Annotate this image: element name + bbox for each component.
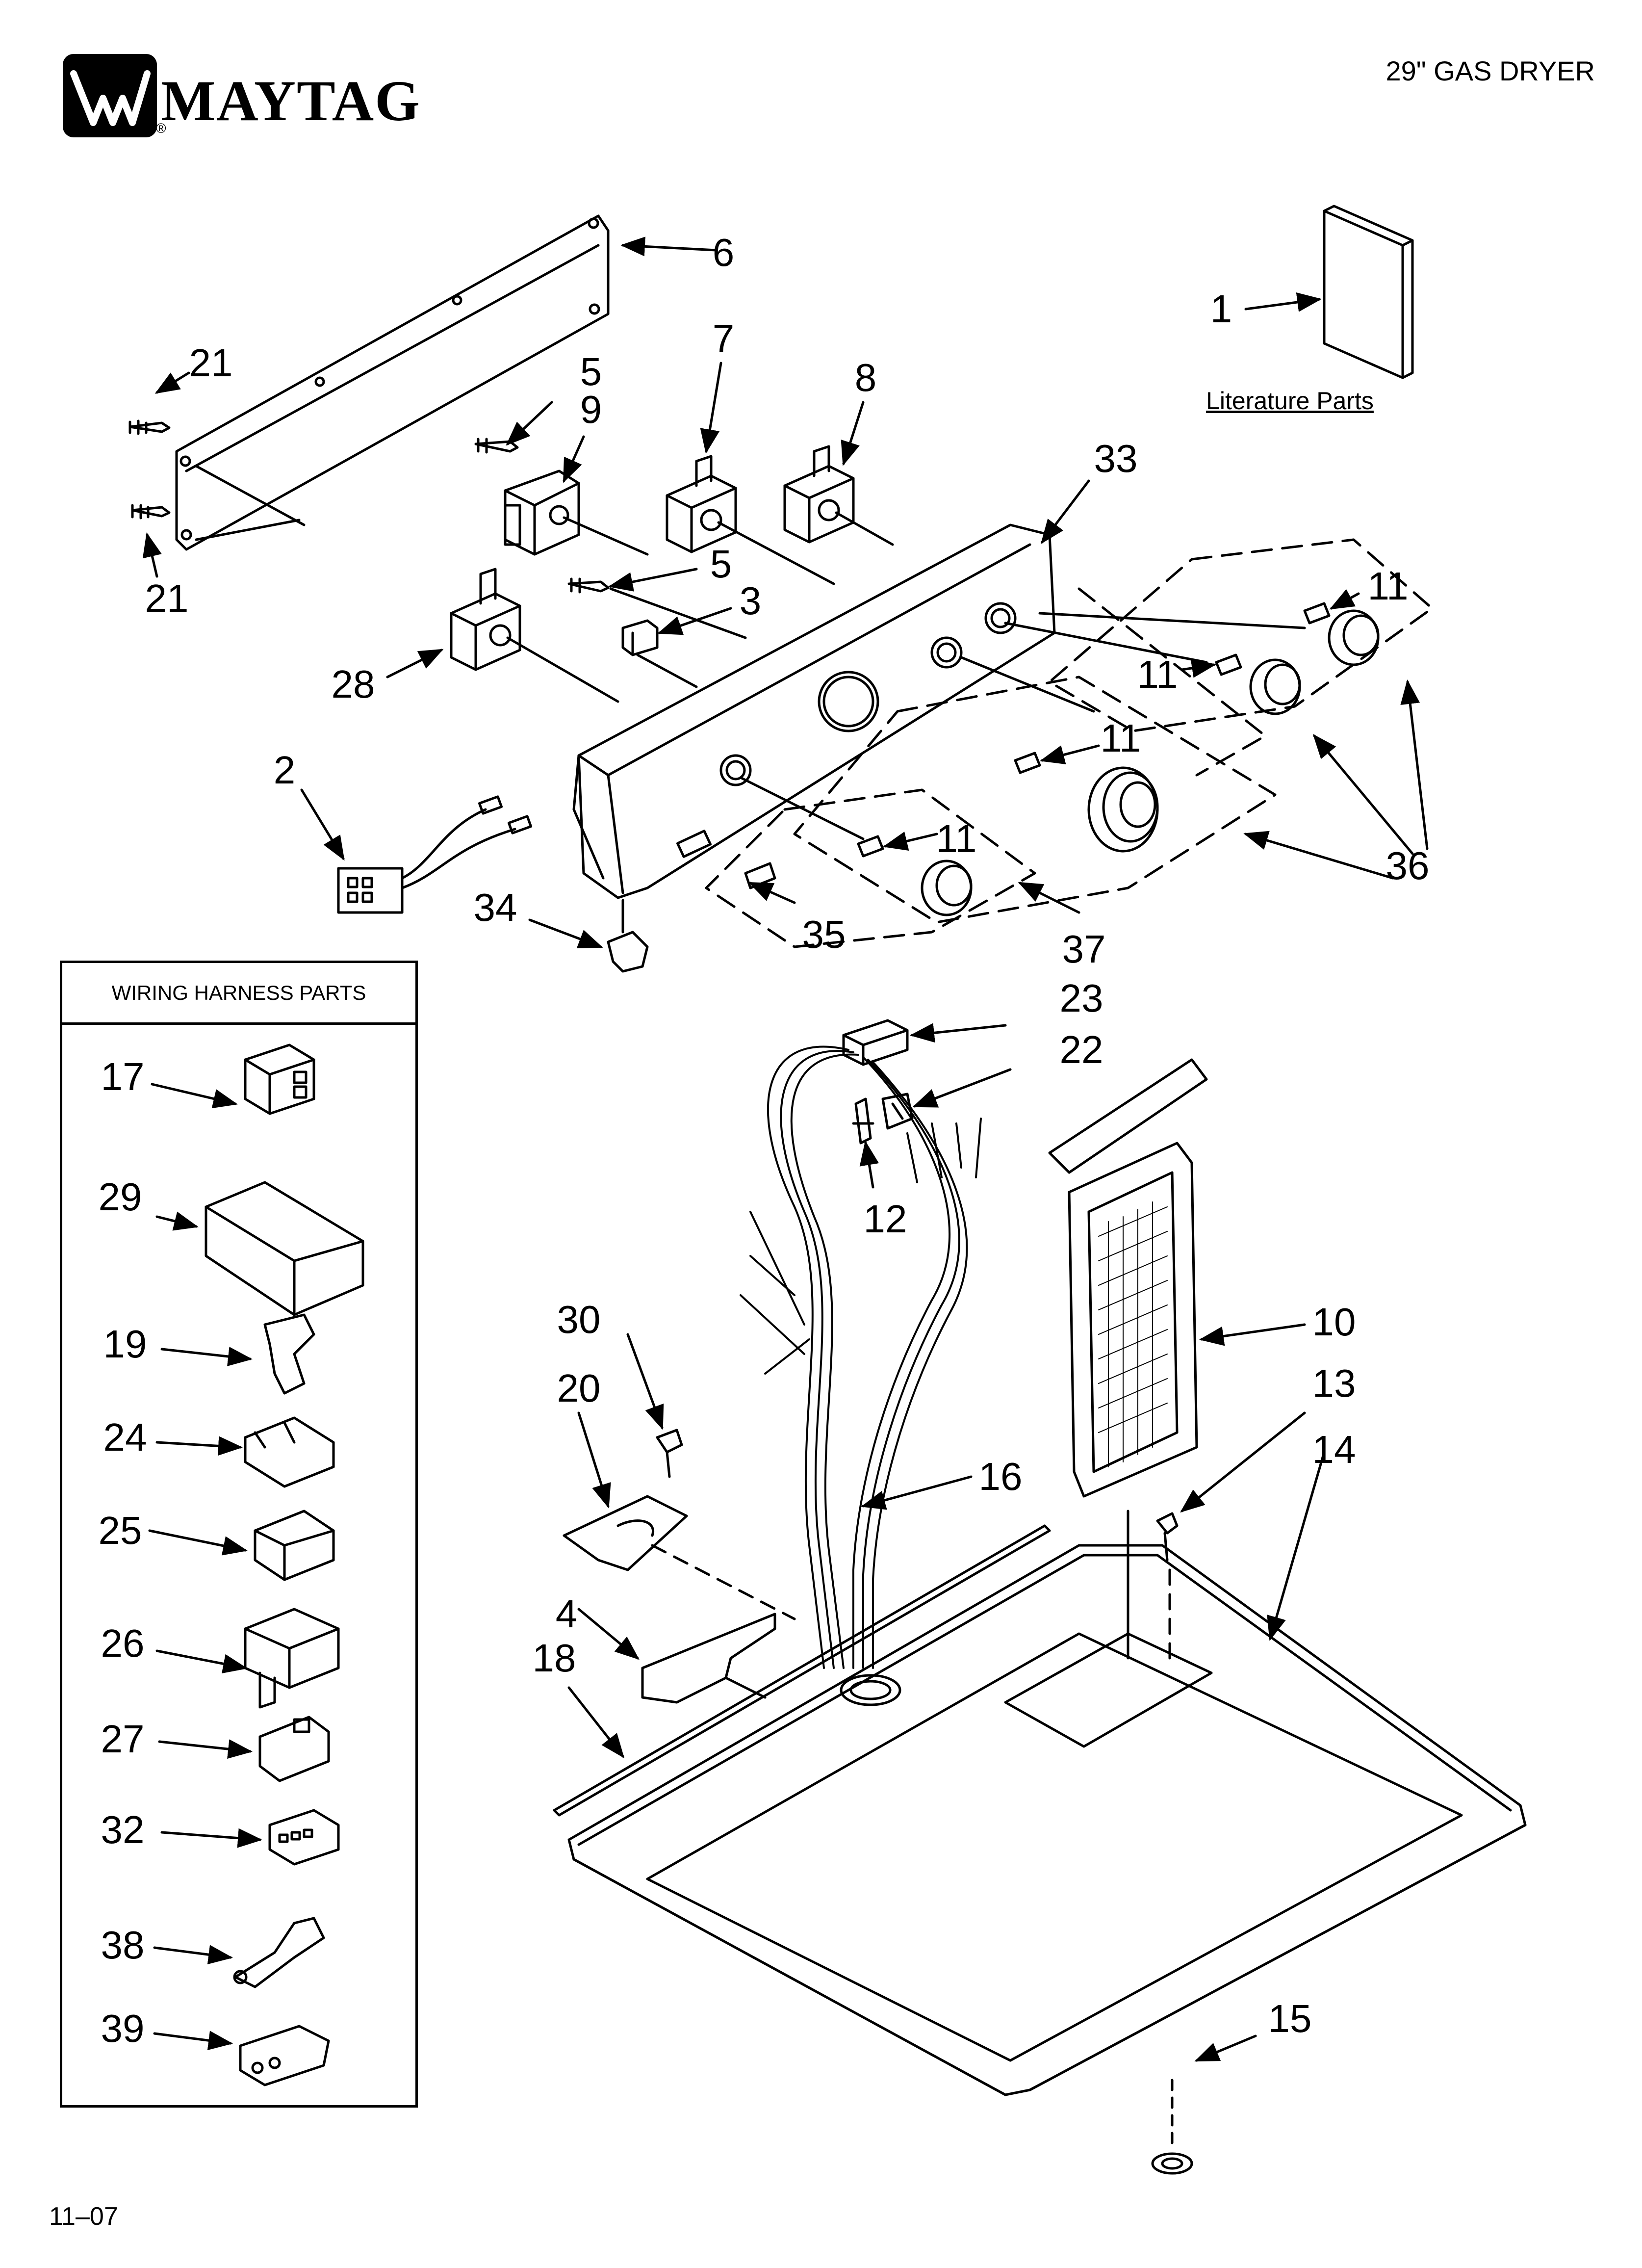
part-11-clip-b (1215, 653, 1242, 676)
callout-5-lower: 5 (710, 542, 732, 586)
part-8-switch (783, 445, 894, 546)
part-12-screw (852, 1097, 874, 1145)
part-29-connector (205, 1181, 364, 1316)
callout-29: 29 (98, 1175, 142, 1219)
part-17-connector (244, 1043, 315, 1115)
callout-30: 30 (557, 1298, 601, 1341)
part-16-wire-harness (740, 1045, 982, 1669)
part-32-connector (268, 1809, 340, 1866)
part-33-console (572, 523, 1056, 899)
part-5-screw-lower (567, 577, 610, 594)
part-39-connector (239, 2025, 330, 2086)
callout-4: 4 (555, 1592, 578, 1636)
callout-8: 8 (854, 356, 877, 399)
callout-5-upper: 5 (580, 350, 602, 393)
part-25-connector (254, 1510, 335, 1581)
callout-21-lower: 21 (145, 576, 189, 620)
product-title: 29" GAS DRYER (1385, 55, 1595, 86)
callout-10: 10 (1312, 1300, 1356, 1344)
callout-15: 15 (1268, 1997, 1312, 2040)
revision-date: 11–07 (49, 2202, 118, 2231)
knob-small-middle (1249, 658, 1301, 715)
callout-20: 20 (557, 1366, 601, 1410)
callout-18: 18 (532, 1636, 576, 1680)
callout-16: 16 (978, 1455, 1023, 1498)
callout-12: 12 (863, 1197, 907, 1241)
callout-2: 2 (273, 748, 296, 792)
callout-9: 9 (580, 388, 602, 431)
callout-39: 39 (101, 2007, 145, 2050)
callout-38: 38 (101, 1923, 145, 1967)
part-3-lamp-clip (621, 619, 659, 656)
part-23-terminal-block (842, 1019, 909, 1066)
part-7-push-to-start-switch (666, 455, 835, 585)
callout-3: 3 (739, 579, 762, 623)
wiring-harness-parts-title: WIRING HARNESS PARTS (62, 963, 415, 1025)
callout-11-d: 11 (936, 817, 977, 860)
callout-19: 19 (103, 1322, 147, 1366)
part-11-clip-a (1303, 602, 1331, 625)
callout-17: 17 (101, 1055, 145, 1098)
callout-33: 33 (1094, 437, 1138, 480)
callout-13: 13 (1312, 1361, 1356, 1405)
part-9-selector-switch (504, 469, 649, 556)
part-24-connector (244, 1416, 335, 1488)
part-38-terminal (233, 1917, 325, 1988)
callout-32: 32 (101, 1808, 145, 1851)
part-20-plate (563, 1495, 688, 1571)
callout-25: 25 (98, 1509, 142, 1552)
part-4-bracket (641, 1613, 776, 1704)
part-14-dryer-top (567, 1544, 1527, 2096)
part-19-connector (263, 1313, 315, 1395)
part-11-clip-d (857, 835, 884, 858)
part-35-label (744, 862, 776, 889)
part-6-control-panel-bracket (175, 214, 610, 551)
callout-1: 1 (1210, 287, 1232, 331)
part-10-lint-filter (1048, 1058, 1208, 1498)
literature-parts-label: Literature Parts (1206, 387, 1374, 415)
knob-group-36-lower (793, 676, 1277, 924)
part-18-strip (553, 1524, 1051, 1817)
knob-group-37 (705, 788, 1036, 948)
part-34-clip (607, 899, 649, 973)
part-21-screw-upper (128, 419, 171, 435)
callout-26: 26 (101, 1621, 145, 1665)
knob-small-lower (921, 860, 973, 916)
callout-36: 36 (1385, 844, 1430, 887)
part-27-connector (258, 1716, 330, 1782)
part-15-foot (1151, 2152, 1193, 2175)
callout-6: 6 (712, 231, 735, 274)
callout-37: 37 (1062, 927, 1106, 971)
brand-wordmark: MAYTAG (161, 69, 421, 133)
wiring-harness-parts-box: WIRING HARNESS PARTS (60, 961, 418, 2108)
part-1-literature-book (1323, 205, 1414, 379)
callout-11-a: 11 (1367, 564, 1409, 608)
part-28-switch (450, 568, 619, 703)
callout-24: 24 (103, 1415, 147, 1459)
callout-22: 22 (1059, 1028, 1103, 1071)
callout-21-upper: 21 (189, 341, 233, 385)
callout-23: 23 (1059, 976, 1103, 1020)
registered-mark: ® (156, 121, 166, 136)
knob-large-timer (1087, 766, 1159, 853)
part-11-clip-c (1014, 752, 1041, 774)
knob-small-upper (1328, 609, 1380, 666)
part-30-screw (656, 1429, 683, 1478)
callout-14: 14 (1312, 1428, 1356, 1471)
part-10-filter-screen (1098, 1201, 1168, 1467)
part-2-harness-connector (337, 795, 533, 914)
callout-11-b: 11 (1137, 652, 1178, 696)
part-21-screw-lower (131, 504, 171, 520)
callout-11-c: 11 (1100, 716, 1141, 760)
callout-35: 35 (802, 912, 846, 956)
callout-28: 28 (331, 662, 375, 706)
part-5-screw-upper (474, 438, 519, 454)
callout-7: 7 (712, 316, 735, 360)
callout-27: 27 (101, 1717, 145, 1761)
maytag-logo-mark (63, 54, 157, 137)
callout-34: 34 (473, 886, 517, 929)
